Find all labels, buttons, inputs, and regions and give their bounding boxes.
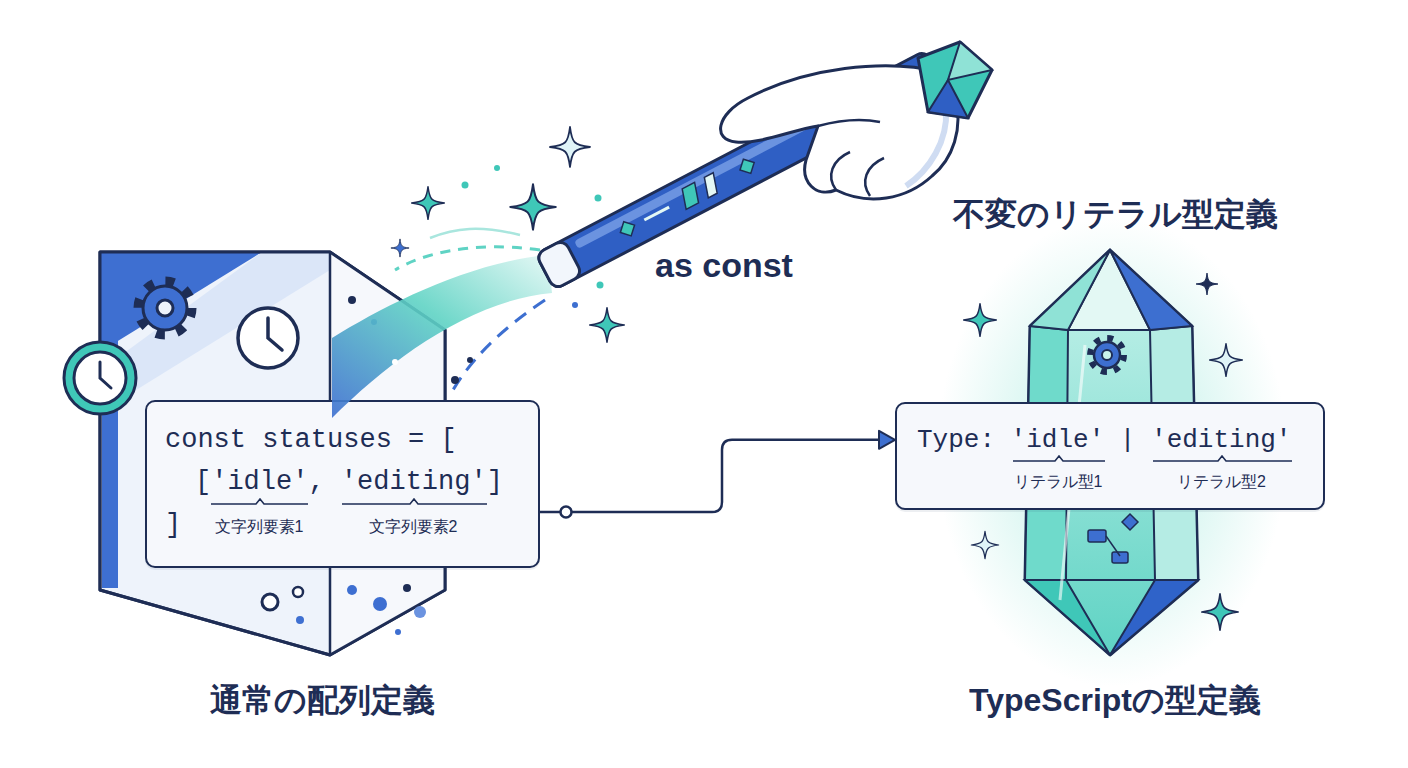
magic-wand bbox=[536, 50, 944, 289]
annotation: 文字列要素2 bbox=[340, 519, 486, 535]
gear-icon bbox=[143, 286, 187, 330]
code-line: ['idle', 'editing'] bbox=[195, 469, 503, 496]
code-line: ] bbox=[165, 512, 181, 539]
spray-line bbox=[450, 300, 545, 395]
crystal-facet bbox=[1110, 580, 1198, 655]
spark-dot bbox=[595, 195, 602, 202]
type-box: Type: 'idle' | 'editing' リテラル型1 リテラル型2 bbox=[895, 402, 1325, 510]
array-panel: 通常の配列定義const statuses = [['idle', 'editi… bbox=[55, 245, 565, 725]
spark-dot bbox=[597, 282, 604, 289]
connector-arrow bbox=[540, 431, 895, 518]
gear-hole bbox=[157, 300, 173, 316]
crystal-block bbox=[1112, 552, 1128, 563]
crystal-facet bbox=[1025, 580, 1110, 655]
dot bbox=[348, 296, 356, 304]
wand-band bbox=[699, 173, 722, 198]
dot bbox=[262, 594, 278, 610]
clock-badge-face bbox=[74, 352, 126, 404]
sparkle bbox=[412, 187, 445, 220]
crystal-edge bbox=[1066, 579, 1155, 581]
crystal-wire bbox=[1106, 536, 1120, 556]
finger-line bbox=[865, 158, 884, 196]
panel-band bbox=[102, 254, 118, 588]
crystal-facet bbox=[1110, 250, 1192, 330]
cuff-gem bbox=[918, 42, 992, 118]
dot bbox=[296, 616, 304, 624]
operator-label: as const bbox=[655, 248, 793, 282]
crystal-heading: 不変のリテラル型定義 bbox=[900, 198, 1330, 230]
hand bbox=[721, 66, 958, 199]
cuff-facet bbox=[948, 42, 992, 80]
dot bbox=[347, 585, 357, 595]
wand-shine bbox=[574, 65, 915, 249]
type-line: Type: 'idle' | 'editing' bbox=[917, 427, 1291, 453]
dot bbox=[371, 319, 377, 325]
panel-caption: 通常の配列定義 bbox=[72, 684, 572, 716]
crystal-block bbox=[1122, 514, 1138, 530]
finger-line bbox=[818, 120, 880, 126]
sparkle bbox=[550, 127, 590, 167]
crystal-caption: TypeScriptの型定義 bbox=[900, 684, 1330, 716]
annotation: リテラル型2 bbox=[1149, 474, 1294, 490]
crystal-shape: 不変のリテラル型定義 TypeScriptの型定義 Type: 'idle' | '… bbox=[900, 190, 1330, 730]
clock-hands bbox=[100, 362, 111, 388]
dot bbox=[395, 629, 401, 635]
wand-band bbox=[677, 182, 704, 209]
sparkle bbox=[391, 239, 409, 257]
dot bbox=[414, 606, 426, 618]
gear-teeth bbox=[1090, 338, 1124, 372]
spark-dot bbox=[451, 376, 459, 384]
sparkle bbox=[590, 308, 625, 343]
gear-teeth bbox=[138, 281, 192, 335]
wand-stripe bbox=[644, 207, 669, 220]
spray-line bbox=[395, 247, 540, 270]
cuff-facet bbox=[928, 80, 968, 118]
annotation: リテラル型1 bbox=[1010, 474, 1106, 490]
clock-badge bbox=[64, 342, 136, 414]
finger-line bbox=[831, 152, 850, 190]
annotation: 文字列要素1 bbox=[209, 519, 309, 535]
clock-icon bbox=[238, 308, 298, 368]
dot bbox=[293, 587, 303, 597]
wand-body bbox=[536, 50, 944, 289]
crystal-facet bbox=[1030, 250, 1110, 330]
connector-dot bbox=[561, 507, 572, 518]
dot bbox=[373, 597, 387, 611]
dot bbox=[403, 584, 411, 592]
spark-dot bbox=[572, 302, 578, 308]
arrow-head bbox=[879, 431, 895, 449]
code-box: const statuses = [ ['idle', 'editing']] 文字… bbox=[145, 400, 540, 568]
sparkle bbox=[510, 184, 555, 229]
connector-line bbox=[540, 440, 879, 512]
wand-gem bbox=[736, 155, 758, 177]
wand-tip bbox=[536, 239, 583, 289]
code-line: const statuses = [ bbox=[165, 427, 457, 454]
wand-gem bbox=[617, 218, 639, 240]
spark-dot bbox=[462, 182, 469, 189]
spark-dot bbox=[494, 165, 500, 171]
hand-shade bbox=[906, 110, 946, 186]
spark-dot bbox=[467, 357, 473, 363]
spray-line bbox=[430, 229, 520, 238]
panel-stripe bbox=[120, 252, 330, 400]
clock-hands bbox=[268, 318, 282, 350]
crystal-block bbox=[1088, 530, 1106, 542]
gear-icon bbox=[1094, 342, 1120, 368]
gear-hole bbox=[1102, 350, 1112, 360]
